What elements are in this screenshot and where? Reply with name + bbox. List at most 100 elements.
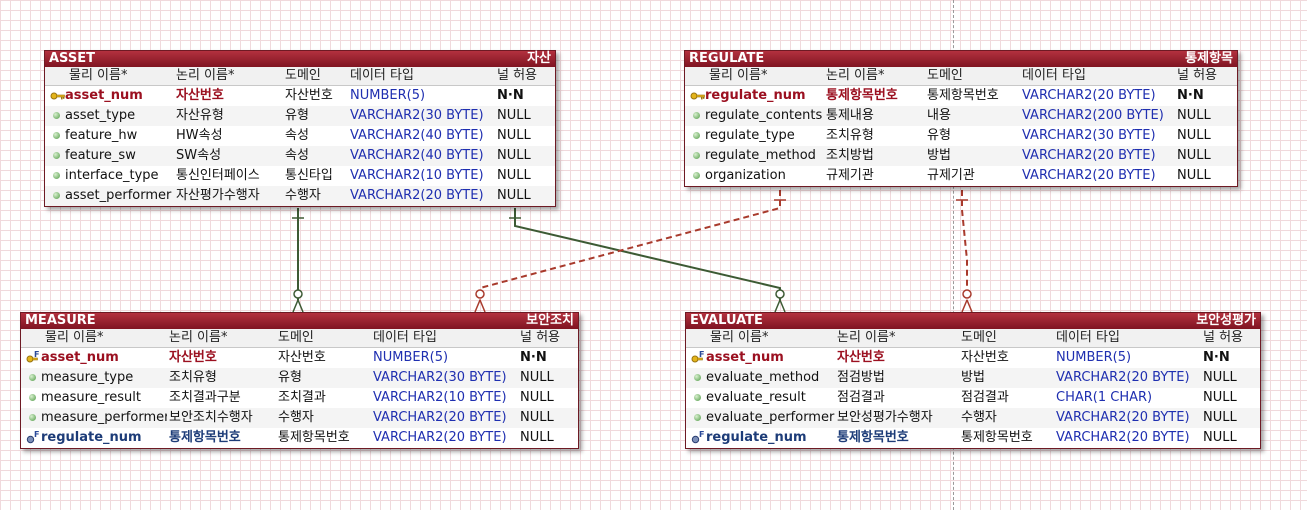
attribute-dot-icon — [690, 146, 704, 166]
attr-physical-name: feature_sw — [65, 148, 136, 163]
svg-text:F: F — [34, 350, 39, 359]
col-physical-name: 물리 이름* — [45, 330, 104, 345]
col-domain: 도메인 — [927, 68, 963, 83]
attr-physical-name: regulate_contents — [705, 108, 823, 123]
entity-name: ASSET — [49, 51, 95, 66]
attr-physical-name: interface_type — [65, 168, 159, 183]
attribute-dot-icon — [691, 408, 705, 428]
key-icon — [690, 86, 705, 106]
svg-text:F: F — [34, 430, 39, 439]
entity-header[interactable]: ASSET 자산 — [45, 51, 555, 67]
entity-header[interactable]: EVALUATE 보안성평가 — [686, 313, 1260, 329]
attr-datatype: NUMBER(5) — [1056, 350, 1132, 365]
attr-domain: 방법 — [927, 148, 951, 163]
attr-physical-name: asset_num — [41, 350, 119, 365]
attr-logical-name: HW속성 — [176, 128, 223, 143]
attr-domain: 유형 — [927, 128, 951, 143]
attr-nullable: NULL — [1203, 430, 1237, 445]
attr-datatype: VARCHAR2(20 BYTE) — [1056, 430, 1190, 445]
entity-header[interactable]: REGULATE 통제항목 — [685, 51, 1237, 67]
col-datatype: 데이터 타입 — [1022, 68, 1086, 83]
entity-measure[interactable]: MEASURE 보안조치 물리 이름* 논리 이름* 도메인 데이터 타입 널 … — [20, 312, 579, 449]
relationship-asset-evaluate[interactable] — [509, 208, 786, 313]
attr-physical-name: feature_hw — [65, 128, 138, 143]
col-logical-name: 논리 이름* — [176, 68, 235, 83]
entity-evaluate[interactable]: EVALUATE 보안성평가 물리 이름* 논리 이름* 도메인 데이터 타입 … — [685, 312, 1261, 449]
attr-nullable: NULL — [497, 168, 531, 183]
attribute-dot-icon — [690, 166, 704, 186]
attr-domain: 수행자 — [285, 188, 321, 203]
attr-domain: 자산번호 — [285, 88, 333, 103]
attr-datatype: VARCHAR2(40 BYTE) — [350, 128, 484, 143]
attr-logical-name: 보안성평가수행자 — [837, 410, 933, 425]
column-header-row: 물리 이름* 논리 이름* 도메인 데이터 타입 널 허용 — [686, 329, 1260, 348]
col-physical-name: 물리 이름* — [709, 68, 768, 83]
attr-logical-name: 통신인터페이스 — [176, 168, 260, 183]
attr-physical-name: regulate_method — [705, 148, 816, 163]
attr-datatype: VARCHAR2(30 BYTE) — [350, 108, 484, 123]
attr-nullable: NULL — [1203, 390, 1237, 405]
col-physical-name: 물리 이름* — [69, 68, 128, 83]
attr-physical-name: measure_result — [41, 390, 141, 405]
relationship-regulate-measure[interactable] — [474, 190, 786, 313]
attr-domain: 통제항목번호 — [961, 430, 1033, 445]
attr-physical-name: asset_num — [65, 88, 143, 103]
entity-regulate[interactable]: REGULATE 통제항목 물리 이름* 논리 이름* 도메인 데이터 타입 널… — [684, 50, 1238, 187]
attr-datatype: NUMBER(5) — [373, 350, 449, 365]
entity-asset[interactable]: ASSET 자산 물리 이름* 논리 이름* 도메인 데이터 타입 널 허용 a… — [44, 50, 556, 207]
relationship-asset-measure[interactable] — [292, 208, 304, 313]
col-nullable: 널 허용 — [1203, 330, 1244, 345]
attr-datatype: VARCHAR2(10 BYTE) — [350, 168, 484, 183]
attr-domain: 수행자 — [961, 410, 997, 425]
col-logical-name: 논리 이름* — [837, 330, 896, 345]
attr-nullable: NULL — [1203, 370, 1237, 385]
entity-label: 통제항목 — [1185, 51, 1233, 66]
attr-nullable: NULL — [497, 128, 531, 143]
attribute-dot-icon — [690, 126, 704, 146]
attr-datatype: VARCHAR2(200 BYTE) — [1022, 108, 1164, 123]
attr-domain: 유형 — [278, 370, 302, 385]
relationship-regulate-evaluate[interactable] — [956, 190, 973, 313]
attr-datatype: CHAR(1 CHAR) — [1056, 390, 1153, 405]
attr-nullable: N·N — [1203, 350, 1230, 365]
entity-header[interactable]: MEASURE 보안조치 — [21, 313, 578, 329]
svg-text:F: F — [699, 350, 704, 359]
column-header-row: 물리 이름* 논리 이름* 도메인 데이터 타입 널 허용 — [21, 329, 578, 348]
attr-datatype: VARCHAR2(30 BYTE) — [1022, 128, 1156, 143]
attr-logical-name: 점검방법 — [837, 370, 885, 385]
col-nullable: 널 허용 — [520, 330, 561, 345]
attr-logical-name: 점검결과 — [837, 390, 885, 405]
attr-nullable: NULL — [1177, 128, 1211, 143]
foreign-key-icon: F — [26, 428, 40, 448]
attr-datatype: VARCHAR2(20 BYTE) — [373, 430, 507, 445]
attr-domain: 방법 — [961, 370, 985, 385]
attr-nullable: NULL — [520, 430, 554, 445]
col-nullable: 널 허용 — [1177, 68, 1218, 83]
attr-physical-name: asset_num — [706, 350, 784, 365]
attr-datatype: VARCHAR2(20 BYTE) — [1022, 148, 1156, 163]
